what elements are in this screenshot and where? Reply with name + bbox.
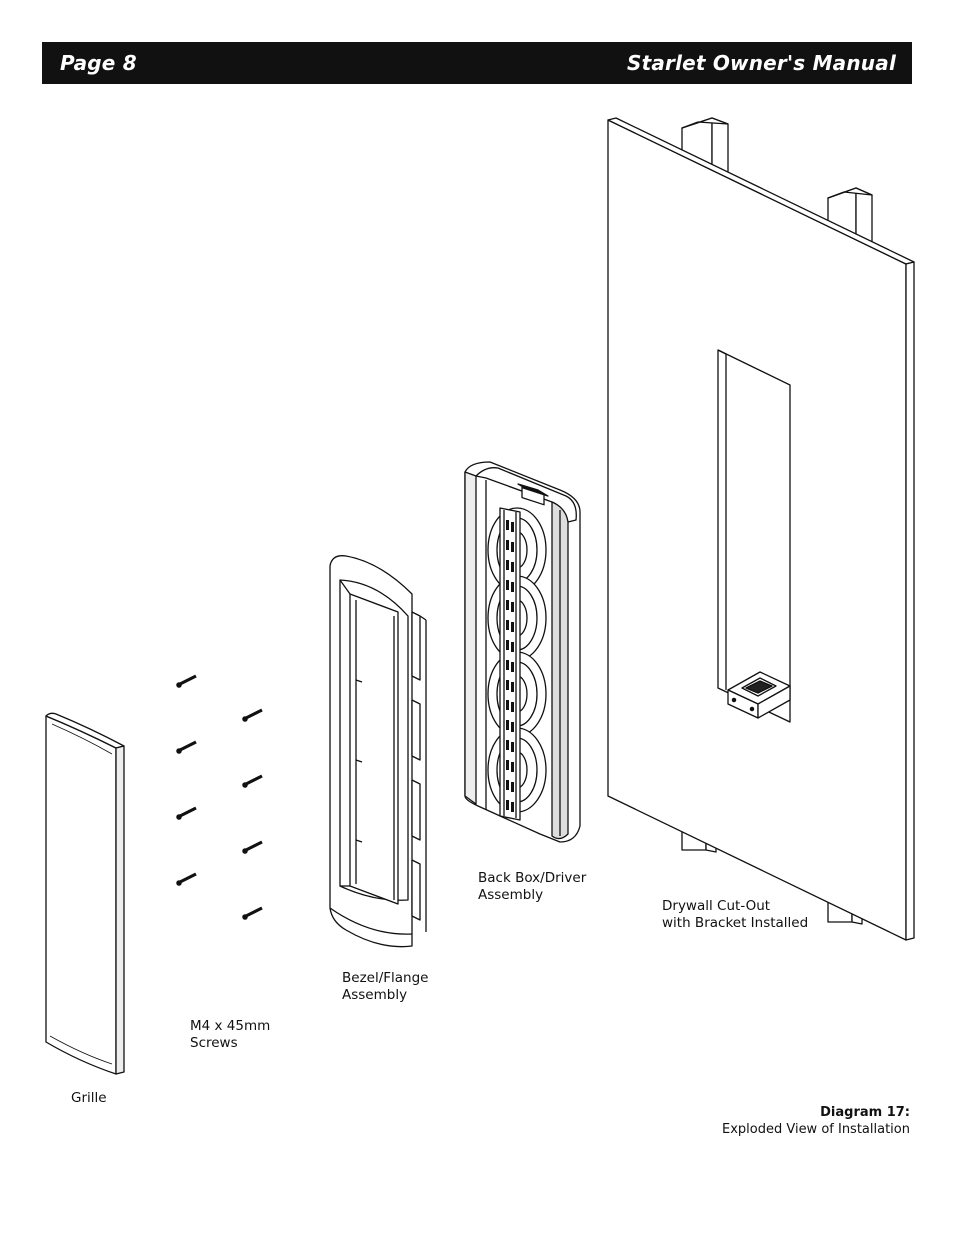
label-bezel: Bezel/Flange Assembly <box>342 970 429 1003</box>
caption-text: Exploded View of Installation <box>721 1122 910 1137</box>
drywall-panel <box>607 117 915 941</box>
diagram-caption: Diagram 17: Exploded View of Installatio… <box>722 1104 910 1138</box>
caption-title: Diagram 17: <box>820 1105 910 1120</box>
screw-6 <box>242 774 263 788</box>
page-header: Page 8 Starlet Owner's Manual <box>42 42 912 84</box>
mounting-bracket <box>727 671 791 719</box>
grille <box>45 712 125 1075</box>
screw-3 <box>176 806 197 820</box>
back-box-driver-assembly <box>464 461 581 843</box>
screw-1 <box>176 674 197 688</box>
tweeter-strip <box>499 507 521 821</box>
label-drywall: Drywall Cut-Out with Bracket Installed <box>662 898 809 931</box>
screw-4 <box>176 872 197 886</box>
label-back-box: Back Box/Driver Assembly <box>478 870 587 903</box>
bezel-flange-assembly <box>329 555 427 948</box>
label-grille: Grille <box>71 1090 107 1106</box>
label-screws: M4 x 45mm Screws <box>190 1018 271 1051</box>
screw-5 <box>242 708 263 722</box>
flange-tabs <box>411 611 427 932</box>
page-number: Page 8 <box>60 51 137 75</box>
manual-title: Starlet Owner's Manual <box>626 51 896 75</box>
screw-7 <box>242 840 263 854</box>
screw-2 <box>176 740 197 754</box>
screw-8 <box>242 906 263 920</box>
m4-screws <box>176 674 263 920</box>
drywall-cutout <box>717 349 791 723</box>
